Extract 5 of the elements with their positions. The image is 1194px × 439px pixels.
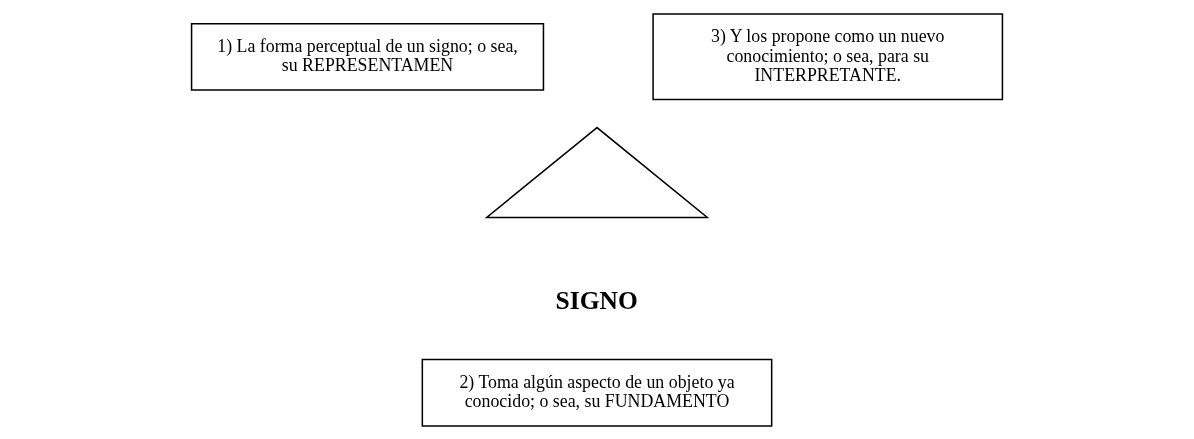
node-label: SIGNO bbox=[555, 285, 638, 315]
node-box: 1) La forma perceptual de un signo; o sea, su REPRESENTAMEN bbox=[190, 22, 545, 91]
node-box: 2) Toma algún aspecto de un objeto ya conocido; o sea, su FUNDAMENTO bbox=[421, 358, 773, 427]
node-box: 3) Y los propone como un nuevo conocimiento; o sea, para su INTERPRETANTE. bbox=[652, 12, 1004, 100]
node-triangle bbox=[484, 126, 710, 218]
